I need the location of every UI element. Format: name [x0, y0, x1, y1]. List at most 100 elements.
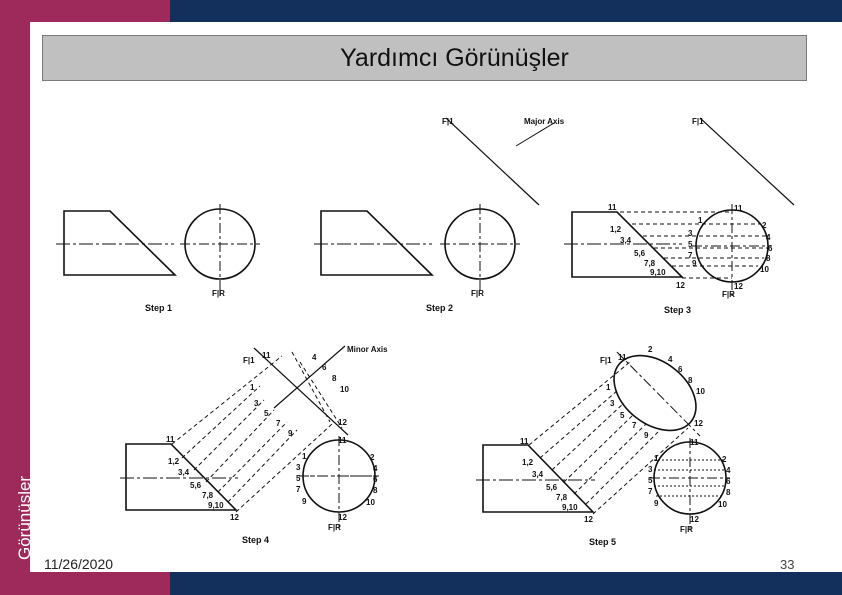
step-5-aux-12: 12: [694, 419, 703, 428]
step-3-c-1: 1: [698, 216, 703, 225]
slide-title-box: Yardımcı Görünüşler: [42, 35, 807, 81]
step-4-pt-5-6: 5,6: [190, 481, 202, 490]
major-axis-label: Major Axis: [524, 117, 565, 126]
top-bar: [0, 0, 842, 22]
step-4-aux-4: 4: [312, 353, 317, 362]
step-3-c-11: 11: [734, 204, 743, 213]
step-4-c-10: 10: [366, 498, 375, 507]
step-2-fold-label: F|R: [471, 289, 484, 298]
step-3-c-7: 7: [688, 251, 693, 260]
step-5-c-4: 4: [726, 466, 731, 475]
side-bar: [0, 22, 30, 572]
step-5-label: Step 5: [589, 537, 616, 547]
step-3-c-12: 12: [734, 282, 743, 291]
step-3-pt-1-2: 1,2: [610, 225, 622, 234]
step-4-c-6: 6: [373, 475, 378, 484]
step-3: [564, 117, 795, 296]
step-4-c-11: 11: [338, 436, 347, 445]
step-5-aux-fold-label: F|1: [600, 356, 612, 365]
step-4-c-8: 8: [373, 486, 378, 495]
step-5-aux-6: 6: [678, 365, 683, 374]
step-3-c-3: 3: [688, 229, 693, 238]
step-4-aux-7: 7: [276, 419, 281, 428]
step-4-aux-8: 8: [332, 374, 337, 383]
step-5: [476, 351, 730, 530]
step-3-c-6: 6: [768, 244, 773, 253]
step-4-c-12: 12: [338, 513, 347, 522]
step-3-pt-3-4: 3,4: [620, 236, 632, 245]
step-4-c-3: 3: [296, 463, 301, 472]
step-4-aux-9: 9: [288, 429, 293, 438]
step-4-aux-11: 11: [262, 351, 271, 360]
step-5-aux-9: 9: [644, 431, 649, 440]
step-3-aux-fold-label: F|1: [692, 117, 704, 126]
step-3-c-8: 8: [766, 254, 771, 263]
step-2-aux-fold-label: F|1: [442, 117, 454, 126]
slide-title: Yardımcı Görünüşler: [340, 44, 569, 72]
side-title: Görünüşler: [15, 475, 34, 560]
slide-page-number: 33: [780, 557, 795, 572]
step-5-c-10: 10: [718, 500, 727, 509]
step-2-label: Step 2: [426, 303, 453, 313]
step-5-c-5: 5: [648, 476, 653, 485]
step-5-pt-3-4: 3,4: [532, 470, 544, 479]
step-3-c-2: 2: [762, 221, 767, 230]
step-4-c-5: 5: [296, 474, 301, 483]
step-5-c-2: 2: [722, 455, 727, 464]
step-4-aux-10: 10: [340, 385, 349, 394]
bottom-bar-navy: [170, 572, 842, 595]
step-5-aux-10: 10: [696, 387, 705, 396]
step-5-c-12: 12: [690, 515, 699, 524]
step-3-c-4: 4: [766, 233, 771, 242]
step-5-aux-3: 3: [610, 399, 615, 408]
top-bar-navy: [170, 0, 842, 22]
step-5-pt-9-10: 9,10: [562, 503, 578, 512]
step-3-c-5: 5: [688, 240, 693, 249]
step-1-fold-label: F|R: [212, 289, 225, 298]
step-3-pt-5-6: 5,6: [634, 249, 646, 258]
step-5-c-7: 7: [648, 487, 653, 496]
step-3-label: Step 3: [664, 305, 691, 315]
step-5-pt-1-2: 1,2: [522, 458, 534, 467]
step-4-c-4: 4: [373, 464, 378, 473]
step-5-pt-11: 11: [520, 437, 529, 446]
step-4-pt-1-2: 1,2: [168, 457, 180, 466]
step-1-label: Step 1: [145, 303, 172, 313]
step-4-pt-7-8: 7,8: [202, 491, 214, 500]
step-3-pt-7-8: 7,8: [644, 259, 656, 268]
step-4-aux-6: 6: [322, 363, 327, 372]
step-5-c-8: 8: [726, 488, 731, 497]
step-4-pt-11: 11: [166, 435, 175, 444]
bottom-bar: [0, 572, 842, 595]
step-4-c-1: 1: [302, 452, 307, 461]
step-3-pt-11: 11: [608, 203, 617, 212]
step-1: [56, 204, 260, 296]
step-4-c-2: 2: [370, 453, 375, 462]
step-4-pt-9-10: 9,10: [208, 501, 224, 510]
step-3-c-9: 9: [692, 259, 697, 268]
step-5-aux-4: 4: [668, 355, 673, 364]
slide-date: 11/26/2020: [44, 556, 114, 572]
step-4-aux-fold-label: F|1: [243, 356, 255, 365]
step-4-aux-12: 12: [338, 418, 347, 427]
step-5-aux-7: 7: [632, 421, 637, 430]
step-5-aux-5: 5: [620, 411, 625, 420]
step-2: [314, 117, 555, 294]
step-5-c-11: 11: [690, 438, 699, 447]
step-4-pt-3-4: 3,4: [178, 468, 190, 477]
minor-axis-label: Minor Axis: [347, 345, 388, 354]
step-5-c-1: 1: [654, 454, 659, 463]
auxiliary-view-diagram: F|R Step 1 F|R F|1 Major Axis Step 2 11 …: [56, 117, 795, 547]
step-3-fold-label: F|R: [722, 290, 735, 299]
step-4-pt-12: 12: [230, 513, 239, 522]
step-5-c-3: 3: [648, 465, 653, 474]
step-3-pt-12: 12: [676, 281, 685, 290]
step-3-pt-9-10: 9,10: [650, 268, 666, 277]
step-5-aux-2: 2: [648, 345, 653, 354]
step-5-fold-label: F|R: [680, 525, 693, 534]
bottom-bar-maroon: [0, 572, 170, 595]
step-3-c-10: 10: [760, 265, 769, 274]
step-4-aux-1: 1: [250, 383, 255, 392]
step-4-aux-5: 5: [264, 409, 269, 418]
step-4-aux-3: 3: [254, 399, 259, 408]
